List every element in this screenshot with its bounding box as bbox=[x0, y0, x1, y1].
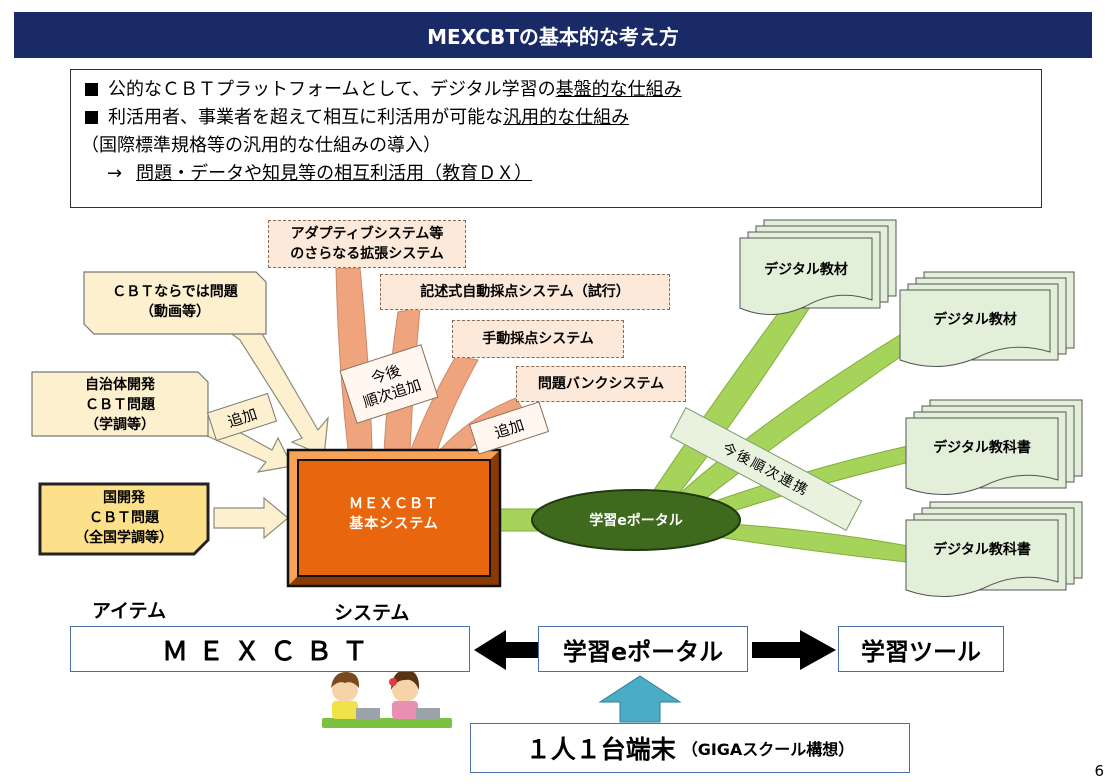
future-add-text: 今後 順次追加 bbox=[360, 361, 424, 412]
summary-line-3: （国際標準規格等の汎用的な仕組みの導入） bbox=[81, 135, 441, 156]
arrow-national bbox=[213, 496, 289, 540]
adaptive-system-box: アダプティブシステム等 のさらなる拡張システム bbox=[268, 220, 466, 268]
core-system-text: ＭＥＸＣＢＴ 基本システム bbox=[349, 496, 439, 532]
national-cbt-items: 国開発 ＣＢＴ問題 （全国学調等） bbox=[40, 488, 208, 548]
bullet-square-icon bbox=[85, 83, 98, 96]
local-cbt-items-text: 自治体開発 ＣＢＴ問題 （学調等） bbox=[85, 377, 155, 433]
page-number: 6 bbox=[1094, 762, 1104, 780]
essay-scoring-system-box: 記述式自動採点システム（試行） bbox=[380, 274, 670, 310]
summary-line-1-emphasis: 基盤的な仕組み bbox=[555, 79, 682, 100]
up-arrow-icon bbox=[598, 675, 682, 723]
students-with-laptops-illustration bbox=[322, 670, 452, 728]
summary-line-4: → 問題・データや知見等の相互利活用（教育ＤＸ） bbox=[85, 160, 1027, 188]
page-title: MEXCBTの基本的な考え方 bbox=[14, 12, 1092, 58]
material-label-1: デジタル教材 bbox=[764, 262, 848, 278]
material-label-4: デジタル教科書 bbox=[933, 542, 1031, 558]
portal-bottom-box: 学習eポータル bbox=[538, 626, 748, 672]
summary-line-2: 利活用者、事業者を超えて相互に利活用が可能な汎用的な仕組み bbox=[85, 104, 1027, 132]
cbt-special-items-text: ＣＢＴならでは問題 （動画等） bbox=[112, 284, 238, 320]
cbt-special-item-shape bbox=[83, 271, 267, 335]
portal-ellipse bbox=[531, 489, 741, 551]
question-bank-system-box: 問題バンクシステム bbox=[516, 366, 686, 402]
left-arrow-icon bbox=[474, 630, 542, 670]
core-system-label: ＭＥＸＣＢＴ 基本システム bbox=[298, 494, 490, 534]
right-arrow-icon: → bbox=[107, 163, 123, 184]
material-label-2: デジタル教材 bbox=[933, 312, 1017, 328]
summary-line-2-emphasis: 汎用的な仕組み bbox=[503, 107, 630, 128]
device-box: １人１台端末 （GIGAスクール構想） bbox=[470, 723, 910, 773]
item-label: アイテム bbox=[92, 600, 167, 622]
stack-3 bbox=[905, 399, 1083, 495]
material-label-3: デジタル教科書 bbox=[933, 440, 1031, 456]
summary-line-4-emphasis: 問題・データや知見等の相互利活用（教育ＤＸ） bbox=[136, 163, 533, 184]
summary-line-1-text: 公的なＣＢＴプラットフォームとして、デジタル学習の bbox=[108, 79, 556, 100]
core-system-box bbox=[286, 448, 502, 588]
device-main-text: １人１台端末 bbox=[525, 735, 676, 764]
stack-4 bbox=[905, 501, 1083, 597]
cbt-special-items: ＣＢＴならでは問題 （動画等） bbox=[86, 282, 264, 322]
learning-tools-box: 学習ツール bbox=[838, 626, 1004, 672]
bullet-square-icon bbox=[85, 111, 98, 124]
summary-line-1: 公的なＣＢＴプラットフォームとして、デジタル学習の基盤的な仕組み bbox=[85, 76, 1027, 104]
local-item-shape bbox=[31, 371, 209, 437]
manual-scoring-system-box: 手動採点システム bbox=[452, 320, 624, 358]
summary-box: 公的なＣＢＴプラットフォームとして、デジタル学習の基盤的な仕組み 利活用者、事業… bbox=[70, 69, 1042, 208]
adaptive-system-text: アダプティブシステム等 のさらなる拡張システム bbox=[290, 226, 444, 262]
right-arrow-icon bbox=[752, 630, 836, 670]
mexcbt-bottom-box: ＭＥＸＣＢＴ bbox=[70, 626, 470, 672]
stack-2 bbox=[899, 271, 1075, 368]
device-sub-text: （GIGAスクール構想） bbox=[681, 740, 855, 759]
system-label: システム bbox=[334, 602, 410, 624]
material-stacks bbox=[739, 219, 1083, 597]
stack-1 bbox=[739, 219, 897, 316]
local-cbt-items: 自治体開発 ＣＢＴ問題 （学調等） bbox=[32, 375, 208, 435]
flow-adaptive bbox=[335, 267, 373, 451]
national-item-shape bbox=[38, 482, 210, 556]
portal-ellipse-label: 学習eポータル bbox=[589, 513, 683, 529]
summary-line-2-text: 利活用者、事業者を超えて相互に利活用が可能な bbox=[108, 107, 504, 128]
national-cbt-items-text: 国開発 ＣＢＴ問題 （全国学調等） bbox=[75, 490, 173, 546]
